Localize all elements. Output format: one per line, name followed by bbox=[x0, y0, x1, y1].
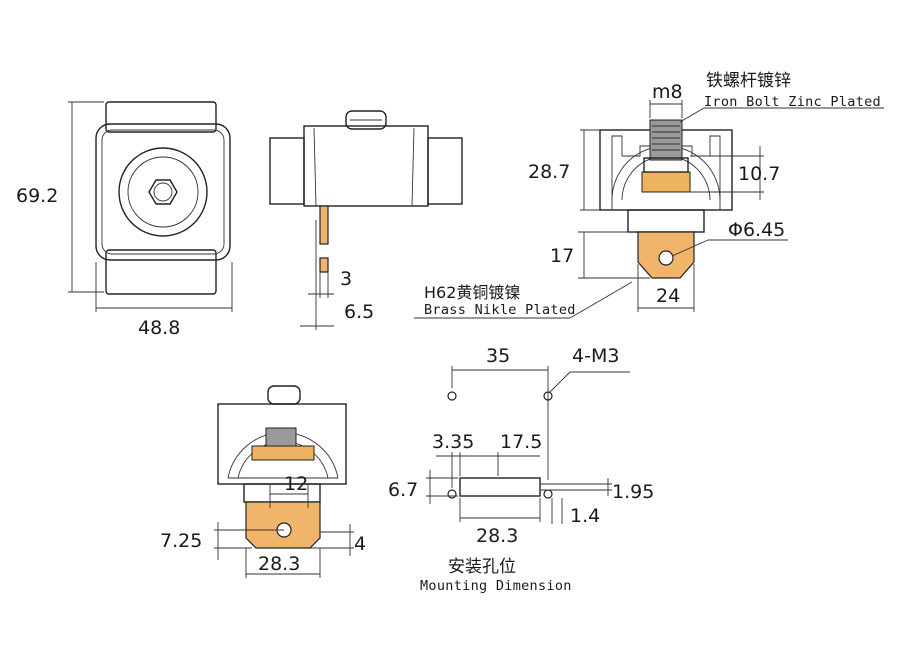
bolt-size-dim: m8 bbox=[652, 81, 683, 103]
bottom-top-width-dim: 12 bbox=[284, 473, 308, 495]
bolt-protrusion-dim: 10.7 bbox=[738, 163, 780, 185]
front-view bbox=[68, 101, 233, 312]
side-view bbox=[269, 110, 463, 330]
mounting-title-en: Mounting Dimension bbox=[420, 578, 572, 594]
mount-slot bbox=[459, 477, 541, 497]
mount-right-gap-dim: 1.95 bbox=[612, 481, 654, 503]
bottom-width-dim: 28.3 bbox=[258, 553, 300, 575]
bottom-thickness-dim: 4 bbox=[354, 533, 366, 555]
front-width-dim: 48.8 bbox=[138, 317, 180, 339]
mount-slot-length-dim: 28.3 bbox=[476, 525, 518, 547]
tongue-width-dim: 24 bbox=[656, 285, 680, 307]
mount-spacing-dim: 35 bbox=[486, 345, 510, 367]
front-height-dim: 69.2 bbox=[16, 185, 58, 207]
mounting-view bbox=[426, 366, 630, 524]
mount-small-dim: 1.4 bbox=[570, 505, 600, 527]
mount-hole bbox=[543, 489, 553, 499]
bottom-height-dim: 7.25 bbox=[160, 530, 202, 552]
brass-material-cn: H62黄铜镀镍 bbox=[424, 283, 520, 302]
hole-diameter-dim: Φ6.45 bbox=[728, 219, 785, 241]
section-view bbox=[414, 100, 884, 319]
brass-material-en: Brass Nikle Plated bbox=[424, 302, 576, 318]
bolt-material-cn: 铁螺杆镀锌 bbox=[706, 71, 791, 91]
side-thickness-dim: 3 bbox=[340, 268, 352, 290]
mount-holes-dim: 4-M3 bbox=[572, 345, 619, 367]
mount-left-offset-dim: 3.35 bbox=[432, 431, 474, 453]
mounting-title-cn: 安装孔位 bbox=[448, 557, 516, 577]
mount-hole bbox=[447, 391, 457, 401]
mount-slot-width-dim: 17.5 bbox=[500, 431, 542, 453]
bottom-view bbox=[214, 385, 354, 578]
mount-hole bbox=[447, 489, 457, 499]
mount-slot-height-dim: 6.7 bbox=[388, 479, 418, 501]
bolt-material-en: Iron Bolt Zinc Plated bbox=[704, 94, 881, 110]
tongue-length-dim: 17 bbox=[550, 245, 574, 267]
body-height-dim: 28.7 bbox=[528, 161, 570, 183]
side-offset-dim: 6.5 bbox=[344, 301, 374, 323]
